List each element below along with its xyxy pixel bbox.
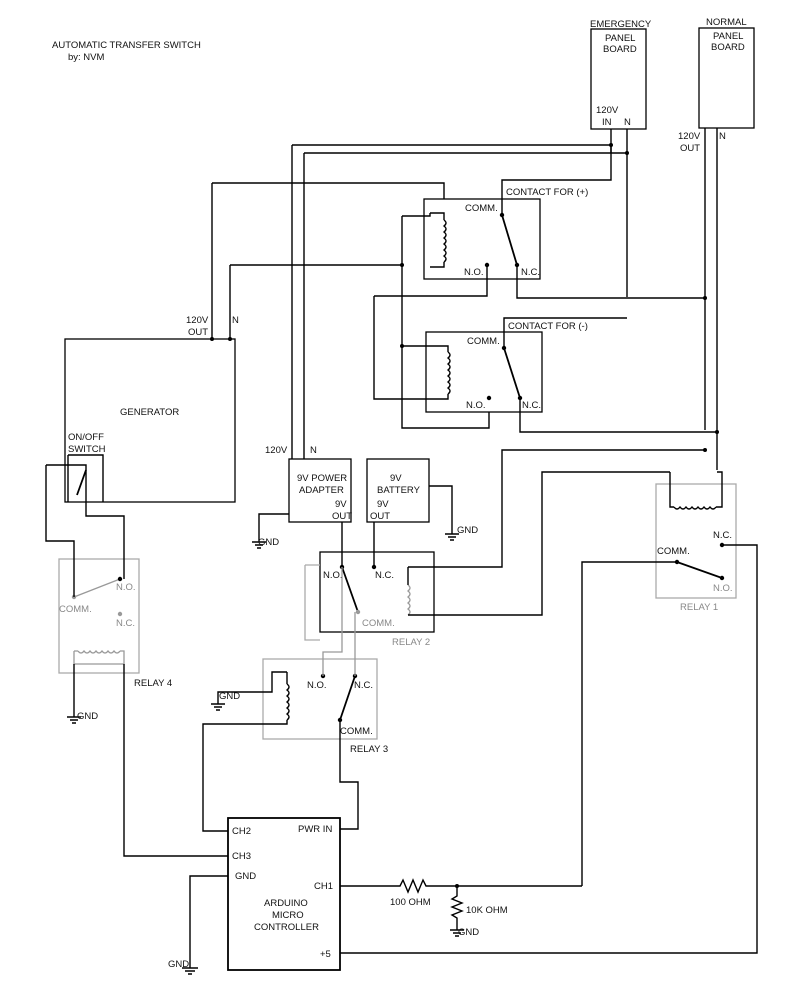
contact-negative-label: CONTACT FOR (-): [508, 321, 588, 332]
relay-3: N.O. N.C. COMM. RELAY 3 GND: [202, 567, 388, 832]
resistor-100-label: 100 OHM: [390, 897, 431, 908]
generator-out-top: 120V: [186, 315, 209, 326]
relay2-no: N.O.: [323, 570, 343, 581]
arduino-controller: CH2 CH3 GND PWR IN CH1 +5 ARDUINO MICRO …: [168, 817, 341, 975]
emergency-panel-in-bottom: IN: [602, 117, 612, 128]
normal-panel-n: N: [719, 131, 726, 142]
contact-negative: CONTACT FOR (-) COMM. N.O. N.C.: [425, 321, 588, 413]
contact-positive-no: N.O.: [464, 267, 484, 278]
relay1-no: N.O.: [713, 583, 733, 594]
arduino-ch3: CH3: [232, 851, 251, 862]
arduino-gnd-ext: GND: [168, 959, 189, 970]
generator-out-bottom: OUT: [188, 327, 208, 338]
relay1-comm: COMM.: [657, 546, 690, 557]
adapter-out-bottom: OUT: [332, 511, 352, 522]
contact-positive-label: CONTACT FOR (+): [506, 187, 588, 198]
relay3-comm: COMM.: [340, 726, 373, 737]
battery: 9V BATTERY 9V OUT GND: [366, 458, 478, 541]
battery-out-bottom: OUT: [370, 511, 390, 522]
arduino-line2: MICRO: [272, 910, 304, 921]
relay4-no: N.O.: [116, 582, 136, 593]
adapter-gnd: GND: [258, 537, 279, 548]
battery-out-top: 9V: [377, 499, 389, 510]
relay4-label: RELAY 4: [134, 678, 172, 689]
normal-panel-out-top: 120V: [678, 131, 701, 142]
contact-positive-comm: COMM.: [465, 203, 498, 214]
resistor-gnd: GND: [458, 927, 479, 938]
emergency-panel-line2: BOARD: [603, 44, 637, 55]
normal-panel-out-bottom: OUT: [680, 143, 700, 154]
relay2-nc: N.C.: [375, 570, 394, 581]
generator-switch-top: ON/OFF: [68, 432, 104, 443]
relay2-label: RELAY 2: [392, 637, 430, 648]
battery-gnd: GND: [457, 525, 478, 536]
relay3-nc: N.C.: [354, 680, 373, 691]
battery-line2: BATTERY: [377, 485, 421, 496]
contact-wiring: [212, 145, 719, 434]
relay3-label: RELAY 3: [350, 744, 388, 755]
normal-panel-header: NORMAL: [706, 17, 747, 28]
arduino-ch2: CH2: [232, 826, 251, 837]
resistor-network: 100 OHM 10K OHM GND: [340, 878, 582, 938]
arduino-line3: CONTROLLER: [254, 922, 319, 933]
emergency-panel-line1: PANEL: [605, 33, 635, 44]
generator-label: GENERATOR: [120, 407, 179, 418]
adapter-out-top: 9V: [335, 499, 347, 510]
diagram-title: AUTOMATIC TRANSFER SWITCH: [52, 40, 201, 51]
diagram-author: by: NVM: [68, 52, 105, 63]
generator-switch-bottom: SWITCH: [68, 444, 106, 455]
relay1-nc: N.C.: [713, 530, 732, 541]
contact-negative-nc: N.C.: [522, 400, 541, 411]
arduino-gnd: GND: [235, 871, 256, 882]
emergency-panel-n: N: [624, 117, 631, 128]
emergency-panel-in-top: 120V: [596, 105, 619, 116]
adapter-line1: 9V POWER: [297, 473, 347, 484]
relay4-comm: COMM.: [59, 604, 92, 615]
generator-n: N: [232, 315, 239, 326]
contact-negative-no: N.O.: [466, 400, 486, 411]
battery-line1: 9V: [390, 473, 402, 484]
adapter-in-v: 120V: [265, 445, 288, 456]
arduino-ch1: CH1: [314, 881, 333, 892]
adapter-in-n: N: [310, 445, 317, 456]
contact-positive: CONTACT FOR (+) COMM. N.O. N.C.: [423, 187, 588, 280]
relay1-label: RELAY 1: [680, 602, 718, 613]
resistor-10k-label: 10K OHM: [466, 905, 508, 916]
relay3-no: N.O.: [307, 680, 327, 691]
relay3-gnd: GND: [219, 691, 240, 702]
normal-panel-line2: BOARD: [711, 42, 745, 53]
contact-positive-nc: N.C.: [521, 267, 540, 278]
relay2-comm: COMM.: [362, 618, 395, 629]
arduino-plus5: +5: [320, 949, 331, 960]
relay4-nc: N.C.: [116, 618, 135, 629]
normal-panel-line1: PANEL: [713, 31, 743, 42]
adapter-line2: ADAPTER: [299, 485, 344, 496]
relay-2: N.O. N.C. COMM. RELAY 2: [304, 448, 707, 648]
relay-1: COMM. N.C. N.O. RELAY 1: [340, 471, 758, 954]
relay4-gnd: GND: [77, 711, 98, 722]
relay-4: N.O. COMM. N.C. RELAY 4 GND: [45, 464, 228, 857]
emergency-panel-header: EMERGENCY: [590, 19, 652, 30]
normal-panel-board: NORMAL PANEL BOARD 120V OUT N: [678, 17, 755, 154]
generator: 120V OUT N GENERATOR ON/OFF SWITCH: [64, 183, 239, 503]
power-adapter: 120V N 9V POWER ADAPTER 9V OUT GND: [252, 145, 352, 549]
contact-negative-comm: COMM.: [467, 336, 500, 347]
arduino-line1: ARDUINO: [264, 898, 308, 909]
emergency-panel-board: EMERGENCY PANEL BOARD 120V IN N: [590, 19, 652, 130]
arduino-pwr-in: PWR IN: [298, 824, 332, 835]
